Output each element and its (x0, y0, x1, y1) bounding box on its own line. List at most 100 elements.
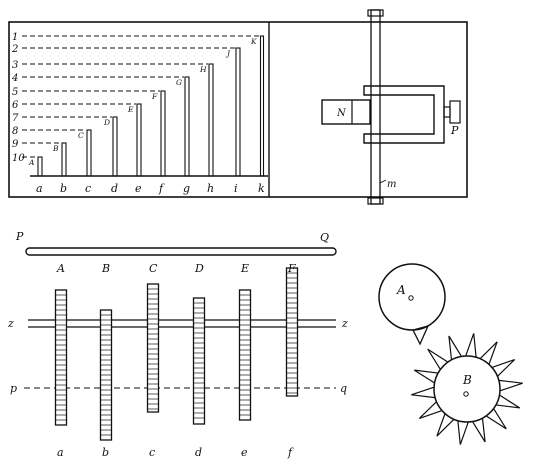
circle-a-body (378, 263, 446, 331)
row-number: 9 (12, 139, 19, 150)
rod (235, 47, 241, 177)
rod-label: k (258, 182, 265, 195)
axis-q: q (340, 382, 347, 395)
axis-z-left: z (7, 317, 14, 330)
row-number: 6 (12, 100, 19, 111)
rod-label: h (207, 182, 214, 195)
spike (427, 348, 449, 370)
row-number: 8 (12, 126, 18, 137)
spike (418, 401, 443, 419)
slab-upper-label: F (287, 262, 296, 275)
axis-p: p (10, 382, 17, 395)
row-number: 3 (12, 60, 18, 71)
circle-a: A (378, 263, 446, 346)
rod (112, 116, 118, 177)
slab (146, 283, 160, 413)
rod-tip-label: G (176, 78, 182, 87)
rod (61, 142, 67, 177)
spike (457, 420, 469, 445)
screw-shaft (443, 106, 451, 118)
slab-upper-label: C (149, 262, 158, 275)
spike (491, 359, 516, 377)
rod (184, 76, 190, 177)
rod (86, 129, 92, 177)
row-number: 7 (12, 113, 19, 124)
spike (479, 341, 498, 365)
rotating-rod-assembly: N P m (321, 9, 461, 205)
spike (465, 333, 477, 358)
panel-frame (8, 21, 468, 198)
slab-lower-label: b (102, 446, 109, 459)
spike (485, 408, 507, 430)
rod-label: i (234, 182, 238, 195)
circle-a-label: A (396, 283, 406, 297)
rod-tip-label: B (52, 144, 59, 153)
row-number: 2 (11, 44, 18, 55)
rod (136, 103, 142, 177)
circle-b-spikes (411, 333, 523, 445)
rod-tip-label: K (250, 37, 257, 46)
magnet-bar (321, 99, 371, 125)
spike (448, 335, 462, 360)
spike (436, 413, 455, 437)
spike (411, 386, 436, 399)
rod-label: a (36, 182, 43, 195)
screw-head (449, 100, 461, 124)
rod-label: d (111, 182, 118, 195)
circle-a-spike (412, 325, 430, 346)
spike (413, 369, 439, 384)
u-bracket (363, 85, 445, 144)
circle-a-dot (408, 295, 414, 301)
bar-right-label: Q (320, 231, 329, 244)
rod-bottom-cap (367, 197, 384, 205)
rod-tip-label: F (151, 92, 158, 101)
rod (208, 63, 214, 177)
bar-left-label: P (15, 230, 24, 243)
screw-label: P (450, 124, 459, 137)
rod-top-cap (367, 9, 384, 17)
magnet-label: N (336, 108, 347, 119)
circle-b: B (411, 333, 523, 445)
pivot-pointer (379, 179, 387, 184)
rod-tip-label: C (78, 131, 84, 140)
spike (472, 418, 486, 443)
spike (498, 379, 523, 392)
rod-label: f (158, 182, 165, 195)
slab-lower-label: c (149, 446, 155, 459)
rod-tip-label: E (127, 105, 134, 114)
slab-lower-label: f (287, 446, 294, 459)
pq-bar-group: P Q (15, 230, 337, 256)
slab-lower-label: a (57, 446, 64, 459)
pq-bar (25, 247, 337, 256)
circle-b-body (433, 355, 501, 423)
row-number: 4 (11, 73, 18, 84)
rod (160, 90, 166, 177)
rod-label: e (135, 182, 142, 195)
rod-tip-label: H (199, 65, 207, 74)
vertical-rod (370, 9, 381, 205)
spike (495, 394, 521, 409)
row-number: 5 (12, 87, 18, 98)
circle-diagram: A B (378, 263, 523, 445)
slab-upper-label: A (56, 262, 65, 275)
slab (285, 267, 299, 397)
pivot-label: m (387, 179, 396, 190)
rod (259, 35, 265, 177)
circle-b-dot (463, 391, 469, 397)
circle-b-label: B (462, 373, 472, 387)
rod-label: b (60, 182, 67, 195)
slab-lower-label: d (195, 446, 202, 459)
rod-label: g (183, 182, 190, 195)
axis-z-right: z (341, 317, 348, 330)
row-number: 10 (12, 153, 25, 164)
slab-upper-label: B (101, 262, 110, 275)
rod-tip-label: A (28, 158, 35, 167)
slab (54, 289, 68, 426)
slab-upper-label: E (240, 262, 249, 275)
rod-label: c (85, 182, 91, 195)
